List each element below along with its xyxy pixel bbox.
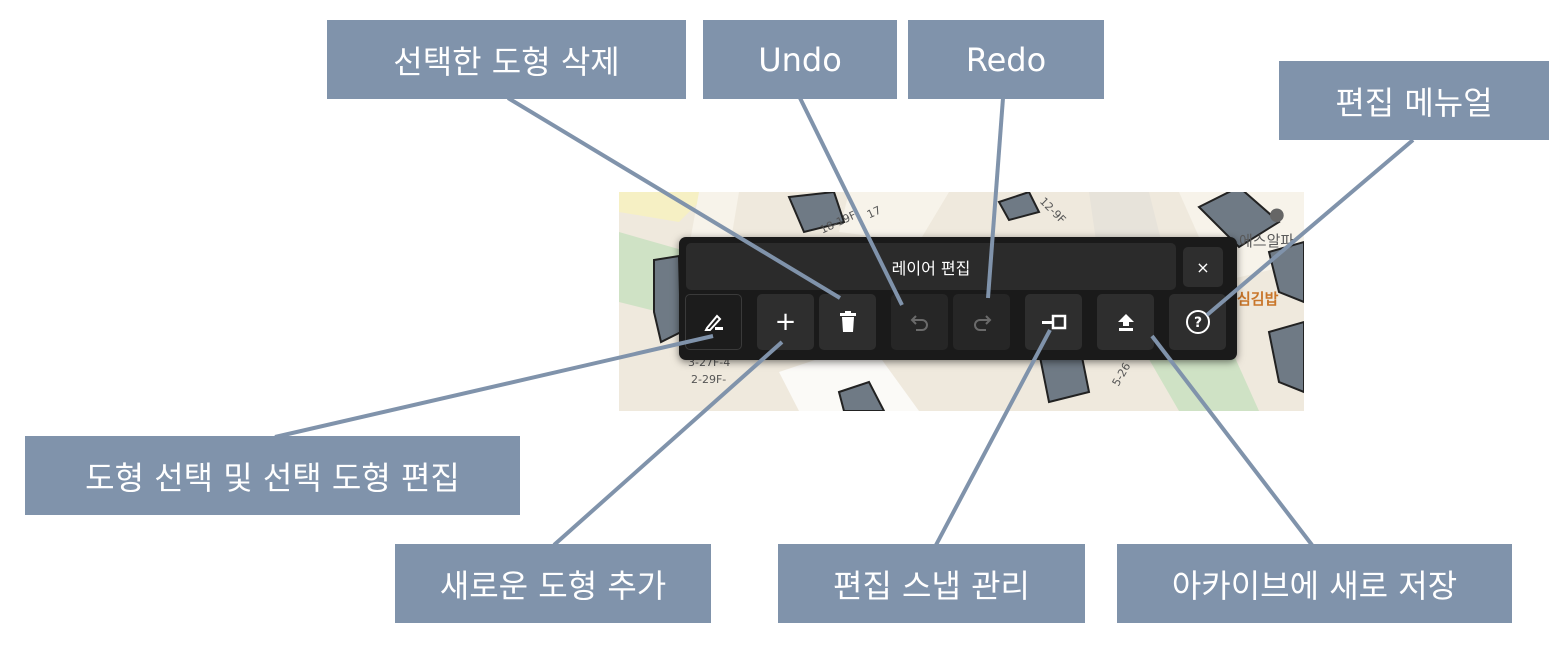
map-poi-label[interactable]: 에스알파 bbox=[1239, 232, 1295, 250]
redo-button[interactable] bbox=[953, 294, 1010, 350]
map-poi-icon: ● bbox=[1269, 204, 1285, 225]
snap-icon bbox=[1041, 314, 1067, 330]
callout-archive-save: 아카이브에 새로 저장 bbox=[1117, 544, 1512, 623]
edit-shape-button[interactable] bbox=[685, 294, 742, 350]
snap-button[interactable] bbox=[1025, 294, 1082, 350]
redo-icon bbox=[972, 312, 992, 332]
callout-undo: Undo bbox=[703, 20, 897, 99]
callout-select-edit-shape: 도형 선택 및 선택 도형 편집 bbox=[25, 436, 520, 515]
upload-icon bbox=[1116, 312, 1136, 332]
undo-button[interactable] bbox=[891, 294, 948, 350]
add-shape-button[interactable]: + bbox=[757, 294, 814, 350]
archive-save-button[interactable] bbox=[1097, 294, 1154, 350]
help-button[interactable]: ? bbox=[1169, 294, 1226, 350]
close-button[interactable]: × bbox=[1183, 247, 1223, 287]
map-poi-label[interactable]: 심김밥 bbox=[1237, 290, 1279, 308]
callout-edit-manual: 편집 메뉴얼 bbox=[1279, 61, 1549, 140]
callout-snap-manage: 편집 스냅 관리 bbox=[778, 544, 1085, 623]
panel-title: 레이어 편집 bbox=[686, 243, 1176, 290]
help-icon: ? bbox=[1185, 309, 1211, 335]
plus-icon: + bbox=[774, 307, 797, 337]
svg-text:?: ? bbox=[1193, 315, 1201, 331]
trash-icon bbox=[839, 311, 857, 333]
delete-shape-button[interactable] bbox=[819, 294, 876, 350]
edit-shape-icon bbox=[703, 311, 725, 333]
callout-add-shape: 새로운 도형 추가 bbox=[395, 544, 711, 623]
callout-redo: Redo bbox=[908, 20, 1104, 99]
undo-icon bbox=[910, 312, 930, 332]
callout-delete-shape: 선택한 도형 삭제 bbox=[327, 20, 686, 99]
map-building-label: 2-29F- bbox=[691, 373, 727, 386]
